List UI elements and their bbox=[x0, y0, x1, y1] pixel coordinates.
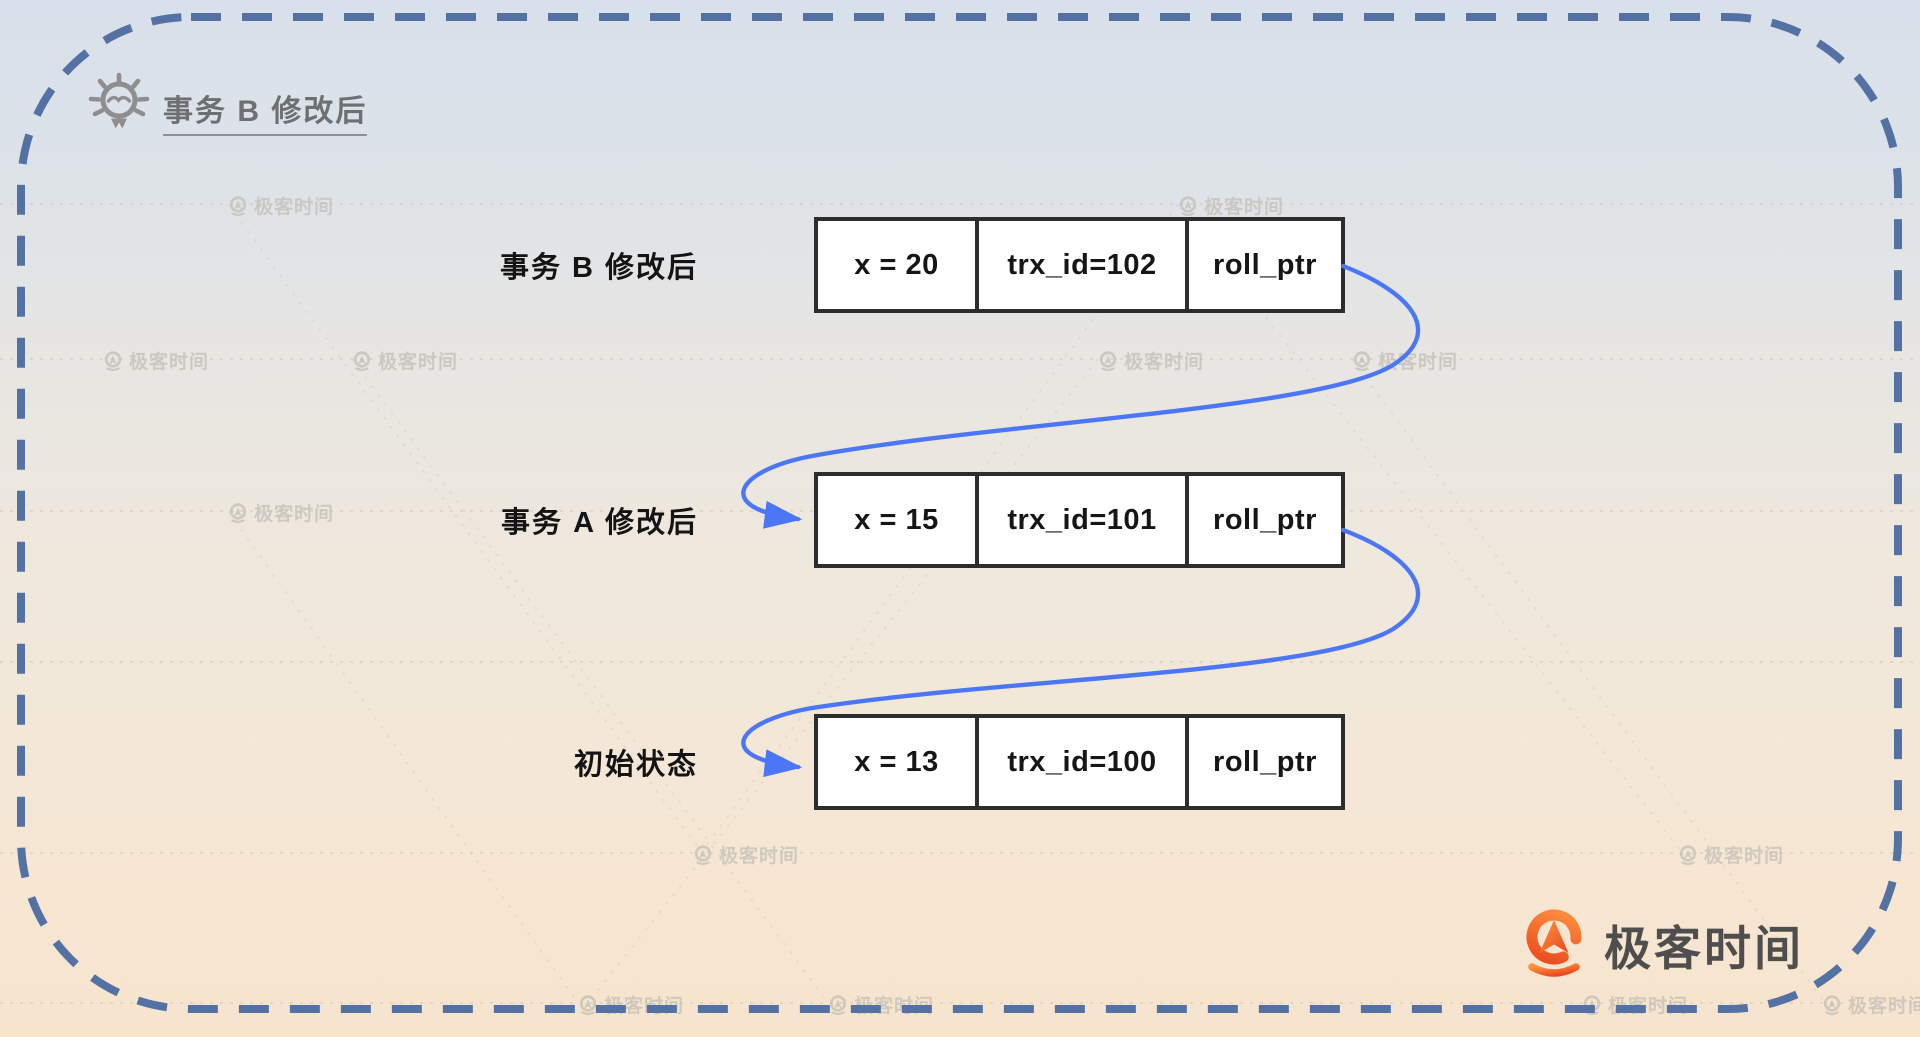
version-row-b: 事务 B 修改后 x = 20 trx_id=102 roll_ptr bbox=[0, 217, 1920, 313]
record-trxid-cell: trx_id=102 bbox=[975, 221, 1185, 309]
watermark: 极客时间 bbox=[1178, 192, 1284, 219]
record-trxid-cell: trx_id=100 bbox=[975, 718, 1185, 806]
geektime-watermark-icon bbox=[1679, 844, 1697, 865]
watermark: 极客时间 bbox=[103, 347, 209, 374]
watermark: 极客时间 bbox=[828, 991, 934, 1018]
record-value-cell: x = 20 bbox=[818, 221, 975, 309]
geektime-logo-text: 极客时间 bbox=[1604, 921, 1804, 975]
record-rollptr-cell: roll_ptr bbox=[1185, 221, 1341, 309]
watermark-text: 极客时间 bbox=[1124, 352, 1205, 373]
geektime-logo: 极客时间 bbox=[1520, 906, 1804, 982]
watermark-text: 极客时间 bbox=[1608, 996, 1689, 1017]
watermark: 极客时间 bbox=[1822, 991, 1920, 1018]
watermark: 极客时间 bbox=[352, 347, 458, 374]
watermark-text: 极客时间 bbox=[1848, 996, 1920, 1017]
record-value-cell: x = 15 bbox=[818, 476, 975, 564]
watermark-text: 极客时间 bbox=[854, 996, 935, 1017]
record-rollptr-cell: roll_ptr bbox=[1185, 476, 1341, 564]
watermark-text: 极客时间 bbox=[1204, 197, 1285, 218]
geektime-watermark-icon bbox=[1583, 994, 1601, 1015]
geektime-watermark-icon bbox=[1353, 350, 1371, 371]
watermark: 极客时间 bbox=[693, 841, 799, 868]
geektime-watermark-icon bbox=[1099, 350, 1117, 371]
watermark: 极客时间 bbox=[228, 192, 334, 219]
watermark: 极客时间 bbox=[578, 991, 684, 1018]
geektime-watermark-icon bbox=[829, 994, 847, 1015]
watermark-text: 极客时间 bbox=[719, 846, 800, 867]
watermark: 极客时间 bbox=[1098, 347, 1204, 374]
watermark: 极客时间 bbox=[1352, 347, 1458, 374]
record-trxid-cell: trx_id=101 bbox=[975, 476, 1185, 564]
watermark: 极客时间 bbox=[1582, 991, 1688, 1018]
record-box: x = 20 trx_id=102 roll_ptr bbox=[814, 217, 1345, 313]
watermark-text: 极客时间 bbox=[1704, 846, 1785, 867]
version-label: 事务 A 修改后 bbox=[501, 507, 698, 539]
watermark-text: 极客时间 bbox=[254, 197, 335, 218]
record-box: x = 13 trx_id=100 roll_ptr bbox=[814, 714, 1345, 810]
watermark-text: 极客时间 bbox=[129, 352, 210, 373]
lightbulb-icon bbox=[88, 72, 150, 128]
geektime-watermark-icon bbox=[229, 195, 247, 216]
geektime-watermark-icon bbox=[104, 350, 122, 371]
geektime-logo-icon bbox=[1526, 909, 1582, 977]
version-label: 事务 B 修改后 bbox=[499, 252, 698, 284]
page-title: 事务 B 修改后 bbox=[163, 86, 368, 136]
watermark-text: 极客时间 bbox=[1378, 352, 1459, 373]
watermark-text: 极客时间 bbox=[604, 996, 685, 1017]
geektime-watermark-icon bbox=[579, 994, 597, 1015]
watermark: 极客时间 bbox=[1678, 841, 1784, 868]
watermark-text: 极客时间 bbox=[378, 352, 459, 373]
record-value-cell: x = 13 bbox=[818, 718, 975, 806]
geektime-watermark-icon bbox=[353, 350, 371, 371]
version-label: 初始状态 bbox=[573, 749, 698, 781]
geektime-watermark-icon bbox=[694, 844, 712, 865]
version-row-a: 事务 A 修改后 x = 15 trx_id=101 roll_ptr bbox=[0, 472, 1920, 568]
record-rollptr-cell: roll_ptr bbox=[1185, 718, 1341, 806]
version-row-initial: 初始状态 x = 13 trx_id=100 roll_ptr bbox=[0, 714, 1920, 810]
geektime-watermark-icon bbox=[1823, 994, 1841, 1015]
geektime-watermark-icon bbox=[1179, 195, 1197, 216]
record-box: x = 15 trx_id=101 roll_ptr bbox=[814, 472, 1345, 568]
